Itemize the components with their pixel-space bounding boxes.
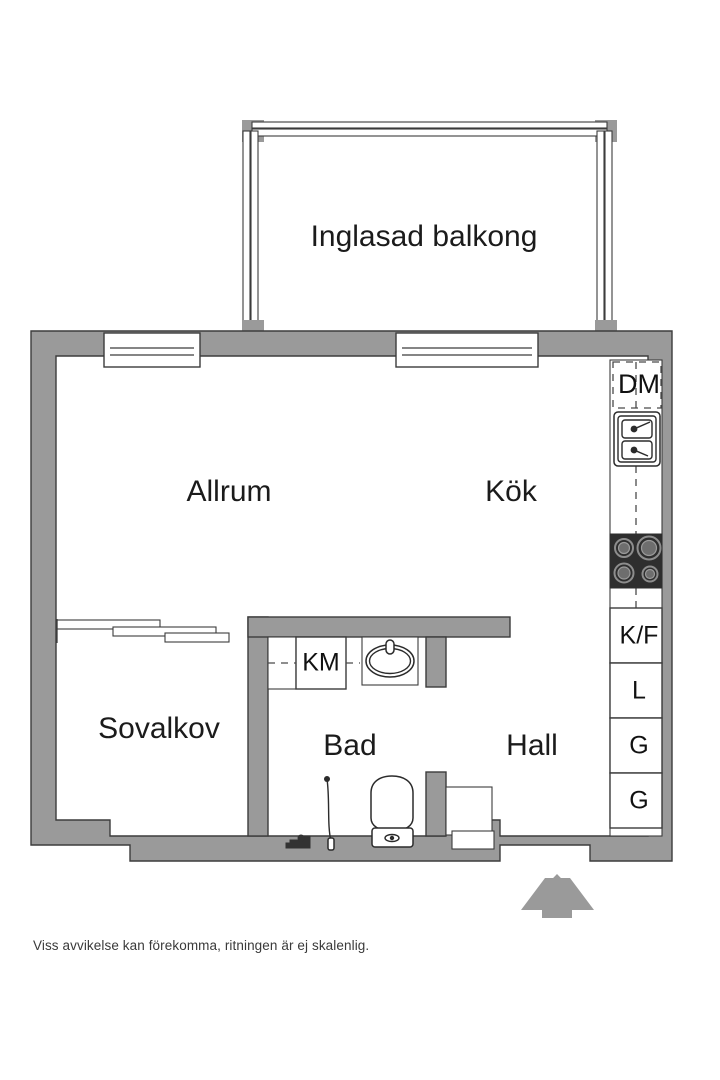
- sink-outer: [613, 411, 661, 467]
- room-label-hall: Hall: [506, 729, 558, 762]
- toilet-flush-plate: [384, 833, 400, 843]
- closet-icon: [445, 786, 495, 850]
- shower-head: [324, 776, 330, 782]
- dishwasher-label: DM: [618, 369, 660, 399]
- fridgefreezer-box: [609, 607, 663, 664]
- wardrobe-1-label: G: [629, 732, 648, 760]
- wardrobe-2-box: [609, 772, 663, 829]
- burner-1: [614, 538, 634, 558]
- shower-hose-icon: [324, 776, 335, 851]
- sink-basin-2: [621, 440, 653, 460]
- sliding-door-icon: [56, 619, 230, 643]
- wall-bad-hall: [425, 771, 447, 837]
- floor-drain-icon: [285, 834, 311, 849]
- toilet-bowl: [370, 775, 414, 832]
- disclaimer-text: Viss avvikelse kan förekomma, ritningen …: [33, 938, 370, 953]
- toilet-icon: [370, 775, 414, 848]
- room-label-balcony: Inglasad balkong: [311, 220, 538, 253]
- balcony-group: [242, 120, 617, 332]
- balcony-glass-right-outer: [596, 130, 605, 328]
- window-allrum-frame: [103, 332, 201, 368]
- entrance-arrow-icon: [521, 874, 594, 918]
- wall-bad-top: [247, 616, 511, 638]
- window-allrum: [103, 332, 201, 368]
- hall-closet-step: [451, 830, 495, 850]
- cooktop-icon: [609, 533, 663, 589]
- burner-4: [641, 565, 659, 583]
- sink-faucet-1: [633, 421, 651, 430]
- burner-2: [636, 535, 662, 561]
- drain-box-2: [301, 835, 311, 849]
- balcony-glass-top-inner: [251, 128, 608, 137]
- wardrobe-1-box: [609, 717, 663, 774]
- wall-bad-left: [247, 616, 269, 837]
- burner-3: [613, 562, 635, 584]
- cooktop-body: [609, 533, 663, 589]
- bathroom-fixtures: KM: [267, 636, 419, 851]
- sliding-panel-3: [164, 632, 230, 643]
- hall-closet-box: [445, 786, 493, 836]
- washing-machine-label: KM: [302, 649, 340, 677]
- window-kok-frame: [395, 332, 539, 368]
- sink-faucet-2: [633, 449, 649, 457]
- toilet-flush-button: [389, 835, 395, 841]
- room-label-bad: Bad: [323, 729, 376, 762]
- burner-3-center: [617, 566, 631, 580]
- kitchen-sink-icon: [613, 411, 661, 467]
- balcony-glass-left-inner: [250, 130, 259, 328]
- kitchen-run: DM K/F L G: [609, 359, 663, 837]
- sink-basin-1: [621, 419, 653, 439]
- drain-circle: [297, 834, 305, 842]
- bathroom-washbasin-icon: [361, 636, 419, 686]
- pantry-label: L: [632, 677, 646, 705]
- room-label-sovalkov: Sovalkov: [98, 712, 220, 745]
- balcony-glass-left-outer: [242, 130, 251, 328]
- burner-1-center: [617, 541, 631, 555]
- wall-hall-stub: [425, 636, 447, 688]
- room-label-allrum: Allrum: [186, 475, 271, 508]
- room-label-kok: Kök: [485, 475, 538, 508]
- washbasin-faucet: [385, 639, 395, 655]
- wardrobe-2-label: G: [629, 787, 648, 815]
- burner-2-center: [640, 539, 658, 557]
- window-kok: [395, 332, 539, 368]
- fridgefreezer-label: K/F: [620, 622, 659, 650]
- balcony-base-left: [242, 320, 264, 332]
- interior-walls: [247, 616, 511, 837]
- drain-box-3: [285, 842, 293, 849]
- entrance-arrow: [524, 874, 590, 918]
- balcony-glass-right-inner: [604, 130, 613, 328]
- apartment-walls: [30, 330, 673, 862]
- shower-handle: [327, 837, 335, 851]
- burner-4-center: [644, 568, 656, 580]
- shower-hose-line: [326, 778, 332, 842]
- sink-inner: [617, 415, 657, 463]
- balcony-base-right: [595, 320, 617, 332]
- balcony-glass-top-outer: [251, 121, 608, 129]
- dishwasher-outline: [612, 361, 662, 409]
- interior-floor: [55, 355, 649, 837]
